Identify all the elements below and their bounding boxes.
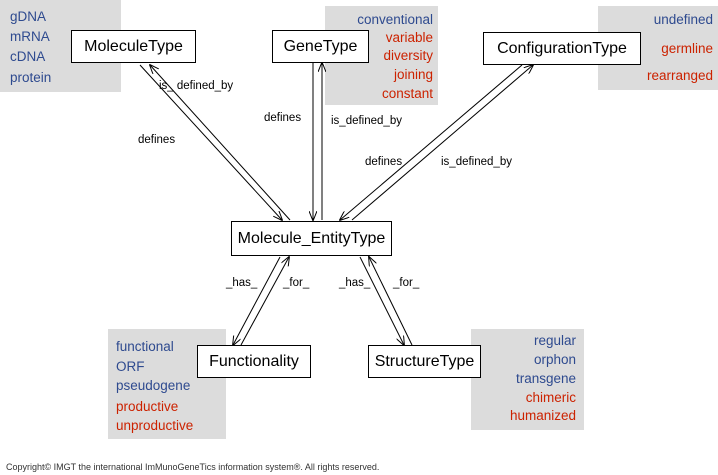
gene-type-node: GeneType [272, 30, 369, 63]
edge-label-gene-defines: defines [264, 112, 302, 124]
gene-type-value: conventional [357, 12, 433, 27]
configuration-type-value: germline [661, 41, 713, 56]
arrow-config-to-entity [340, 64, 523, 220]
functionality-value: pseudogene [116, 378, 191, 393]
edge-label-config-is-defined-by: is_defined_by [441, 156, 512, 168]
arrow-entity-to-structure [359, 256, 404, 345]
structure-type-values-panel [471, 329, 584, 430]
structure-type-value: regular [533, 333, 576, 348]
edge-label-molecule-defines: defines [138, 134, 176, 146]
edge-label-structure-has: _has_ [339, 277, 371, 289]
edge-label-functionality-for: _for_ [283, 277, 310, 289]
functionality-value: unproductive [116, 418, 194, 433]
functionality-value: functional [116, 339, 174, 354]
edge-label-molecule-is-defined-by: is_ defined_by [159, 80, 234, 92]
gene-type-value: diversity [383, 48, 433, 63]
structure-type-value: transgene [515, 371, 576, 386]
gene-type-value: joining [393, 67, 433, 82]
arrow-entity-to-functionality [233, 256, 281, 345]
functionality-node: Functionality [197, 345, 311, 378]
configuration-type-value: undefined [653, 12, 713, 27]
arrow-entity-to-config [351, 65, 533, 221]
arrow-entity-to-molecule [150, 65, 291, 221]
edge-label-structure-for: _for_ [393, 277, 420, 289]
molecule-type-value: cDNA [10, 49, 46, 64]
copyright-notice: Copyright© IMGT the international ImMuno… [6, 462, 380, 472]
arrow-structure-to-entity [369, 257, 413, 346]
molecule-entity-type-node: Molecule_EntityType [231, 221, 392, 256]
functionality-value: ORF [116, 359, 145, 374]
gene-type-value: variable [385, 30, 433, 45]
molecule-type-value: mRNA [10, 29, 50, 44]
arrow-functionality-to-entity [240, 257, 289, 346]
structure-type-node: StructureType [368, 345, 481, 378]
functionality-value: productive [116, 399, 179, 414]
structure-type-value: orphon [533, 352, 576, 367]
molecule-type-node: MoleculeType [71, 30, 196, 63]
edge-label-gene-is-defined-by: is_defined_by [331, 115, 402, 127]
structure-type-value: humanized [509, 408, 576, 423]
gene-type-value: constant [381, 86, 433, 101]
arrow-molecule-to-entity [139, 64, 282, 220]
configuration-type-value: rearranged [646, 68, 713, 83]
edge-label-config-defines: defines [365, 156, 403, 168]
edge-label-functionality-has: _has_ [226, 277, 258, 289]
molecule-type-value: protein [10, 70, 52, 85]
configuration-type-node: ConfigurationType [483, 32, 641, 65]
molecule-type-value: gDNA [10, 9, 47, 24]
structure-type-value: chimeric [525, 390, 576, 405]
